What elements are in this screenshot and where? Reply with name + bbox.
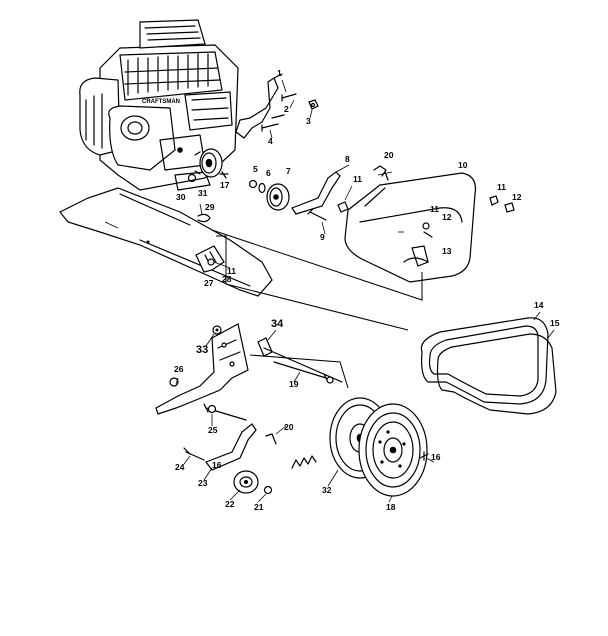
callout-13: 13 [442, 246, 452, 256]
callout-1: 1 [277, 68, 282, 78]
callout-25: 25 [208, 425, 218, 435]
callout-2: 2 [284, 104, 289, 114]
callout-32: 32 [322, 485, 332, 495]
callout-7: 7 [286, 166, 291, 176]
bolt-9 [307, 208, 327, 221]
nut-3 [308, 99, 319, 110]
bolt-25 [203, 403, 247, 421]
belt-guard [344, 171, 477, 283]
washer-5 [248, 179, 258, 189]
callout-33: 33 [196, 344, 208, 356]
spring-clip-20 [373, 165, 387, 177]
clip-13 [403, 245, 429, 267]
callout-20a: 20 [384, 150, 394, 160]
callout-4: 4 [268, 136, 273, 146]
callout-31: 31 [198, 188, 208, 198]
callout-26: 26 [174, 364, 184, 374]
callout-11c: 11 [430, 204, 439, 214]
callout-10: 10 [458, 160, 468, 170]
nut-11-right [489, 195, 499, 206]
callout-5: 5 [253, 164, 258, 174]
callout-11a: 11 [353, 174, 362, 184]
transmission-bracket [155, 323, 249, 415]
callout-15: 15 [550, 318, 560, 328]
callout-22: 22 [225, 499, 235, 509]
engine: CRAFTSMAN [79, 19, 239, 191]
bolt-2 [281, 93, 297, 102]
engine-brand-text: CRAFTSMAN [142, 99, 180, 105]
bolt-24 [183, 447, 205, 461]
callout-18: 18 [386, 502, 396, 512]
callout-12b: 12 [442, 212, 452, 222]
drive-belt-14 [420, 317, 549, 405]
callout-labels: 1 2 3 4 5 6 7 8 9 10 11 11 11 11 12 12 1… [174, 68, 560, 512]
callout-24: 24 [175, 462, 185, 472]
callout-19: 19 [289, 379, 299, 389]
screw-fastener [271, 114, 285, 119]
callout-27: 27 [204, 278, 214, 288]
tine-shield [59, 187, 273, 297]
callout-28: 28 [222, 274, 232, 284]
callout-34: 34 [271, 318, 284, 330]
callout-14: 14 [534, 300, 544, 310]
nut-21 [263, 485, 273, 495]
guide-line-1 [211, 229, 423, 301]
bushing-34 [257, 337, 343, 383]
callout-21: 21 [254, 502, 264, 512]
set-screw-17 [219, 171, 229, 179]
bolt-19 [273, 361, 334, 384]
wheel-pulley-18 [358, 403, 428, 497]
leader-lines [175, 79, 555, 503]
callout-12a: 12 [512, 192, 522, 202]
bolt-4 [261, 123, 279, 132]
tension-spring [291, 455, 317, 469]
callout-11b: 11 [497, 182, 506, 192]
callout-11d: 11 [227, 266, 236, 276]
spring-29 [197, 213, 211, 223]
callout-6: 6 [266, 168, 271, 178]
bushing-20-lower [265, 433, 277, 445]
callout-8: 8 [345, 154, 350, 164]
callout-16b: 16 [212, 460, 222, 470]
callout-20b: 20 [284, 422, 294, 432]
callout-29: 29 [205, 202, 215, 212]
guide-line-3 [249, 354, 349, 389]
callout-30: 30 [176, 192, 186, 202]
washer-30 [187, 173, 197, 183]
callout-9: 9 [320, 232, 325, 242]
callout-16a: 16 [431, 452, 441, 462]
drive-belt-15 [436, 333, 557, 415]
bushing-11a [337, 201, 349, 213]
washer-33 [212, 325, 222, 335]
linkage-bracket [195, 245, 225, 273]
engine-pulley [194, 148, 223, 178]
tension-arm-23 [205, 423, 257, 471]
set-screw-16 [419, 451, 429, 461]
bolt-12-right [504, 202, 515, 213]
idler-pulley-7 [266, 183, 290, 211]
idler-pulley-22 [233, 470, 259, 494]
callout-3: 3 [306, 116, 311, 126]
spacer-6 [258, 182, 266, 194]
callout-17: 17 [220, 180, 230, 190]
idler-bracket [235, 73, 283, 139]
fastener-group-12 [422, 222, 433, 238]
idler-arm-8 [291, 171, 341, 215]
callout-23: 23 [198, 478, 208, 488]
guide-line-2 [216, 235, 409, 331]
